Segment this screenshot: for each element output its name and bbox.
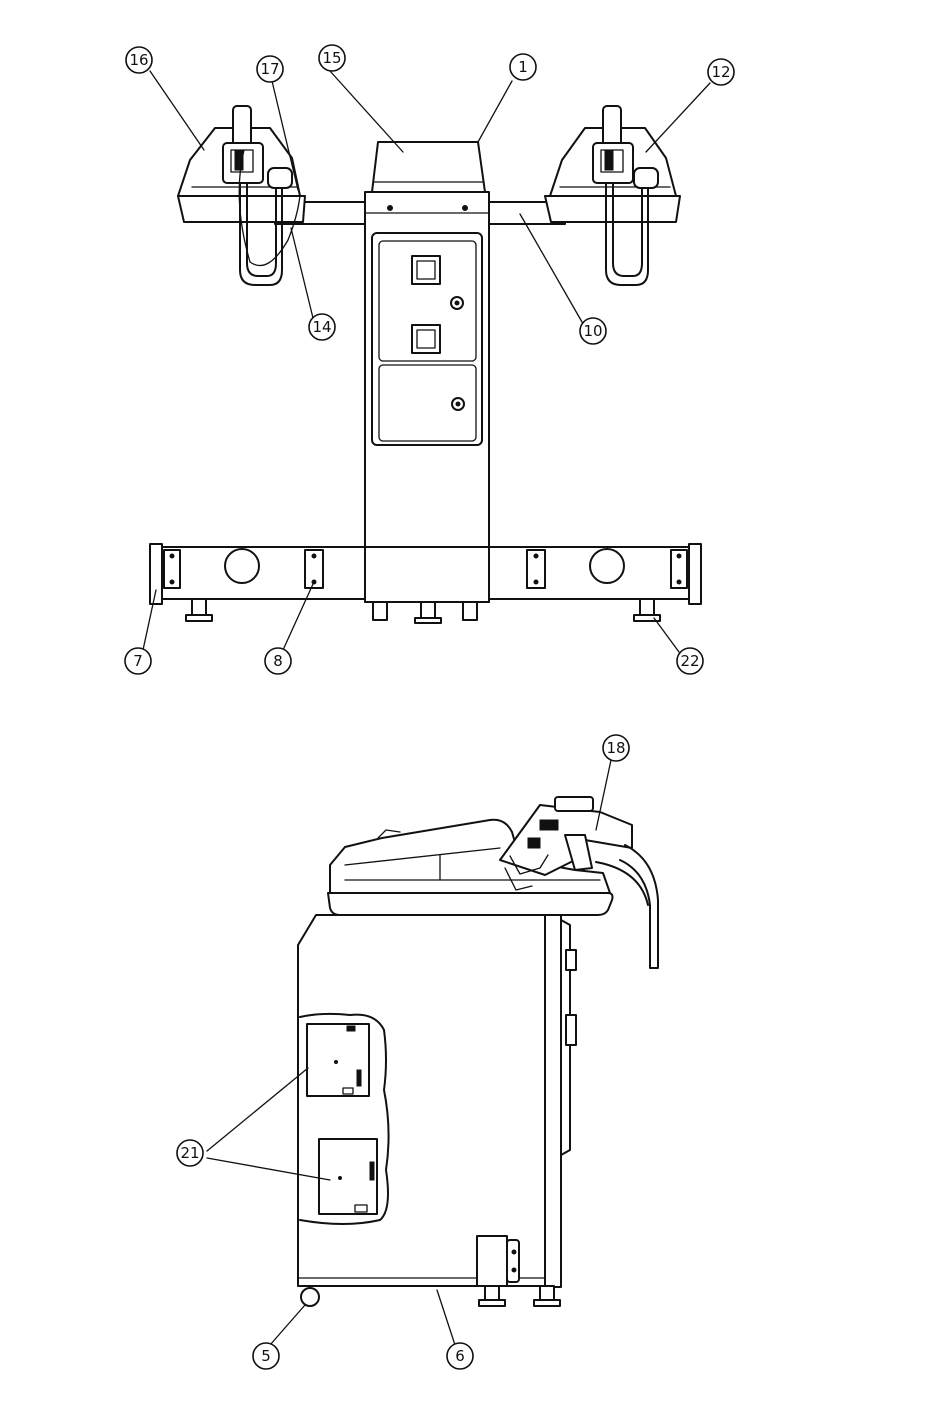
- svg-text:7: 7: [133, 652, 143, 670]
- svg-text:18: 18: [606, 739, 625, 757]
- svg-text:22: 22: [680, 652, 699, 670]
- svg-text:15: 15: [322, 49, 341, 67]
- callout-17: 17: [257, 56, 283, 82]
- side-cabinet: [298, 915, 576, 1306]
- callout-8: 8: [265, 648, 291, 674]
- callout-7: 7: [125, 648, 151, 674]
- callout-12: 12: [708, 59, 734, 85]
- svg-text:12: 12: [711, 63, 730, 81]
- svg-text:6: 6: [455, 1347, 465, 1365]
- left-gun-holster: [178, 106, 305, 285]
- svg-text:14: 14: [312, 318, 331, 336]
- side-view: [207, 760, 658, 1345]
- callout-21: 21: [177, 1140, 203, 1166]
- svg-text:1: 1: [518, 58, 528, 76]
- svg-text:5: 5: [261, 1347, 271, 1365]
- callout-16: 16: [126, 47, 152, 73]
- callout-1: 1: [510, 54, 536, 80]
- svg-text:16: 16: [129, 51, 148, 69]
- svg-text:8: 8: [273, 652, 283, 670]
- svg-text:17: 17: [260, 60, 279, 78]
- callout-5: 5: [253, 1343, 279, 1369]
- svg-text:10: 10: [583, 322, 602, 340]
- callout-6: 6: [447, 1343, 473, 1369]
- callout-22: 22: [677, 648, 703, 674]
- front-view: [143, 71, 710, 652]
- callout-15: 15: [319, 45, 345, 71]
- right-gun-holster: [545, 106, 680, 285]
- central-cabinet: [365, 142, 489, 602]
- callout-10: 10: [580, 318, 606, 344]
- svg-text:21: 21: [180, 1144, 199, 1162]
- callout-14: 14: [309, 314, 335, 340]
- callout-18: 18: [603, 735, 629, 761]
- base-frame: [150, 544, 701, 623]
